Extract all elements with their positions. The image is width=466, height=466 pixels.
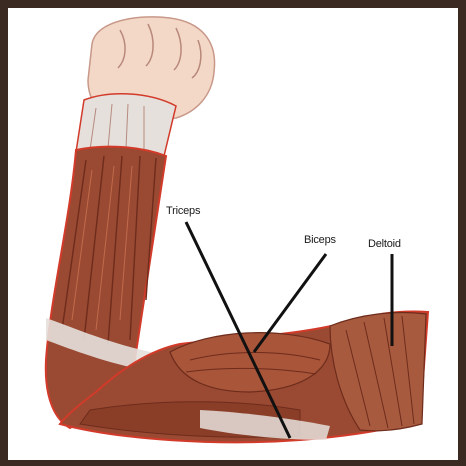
- deltoid-label: Deltoid: [368, 238, 401, 250]
- biceps-label: Biceps: [304, 234, 336, 246]
- triceps-label: Triceps: [166, 205, 200, 217]
